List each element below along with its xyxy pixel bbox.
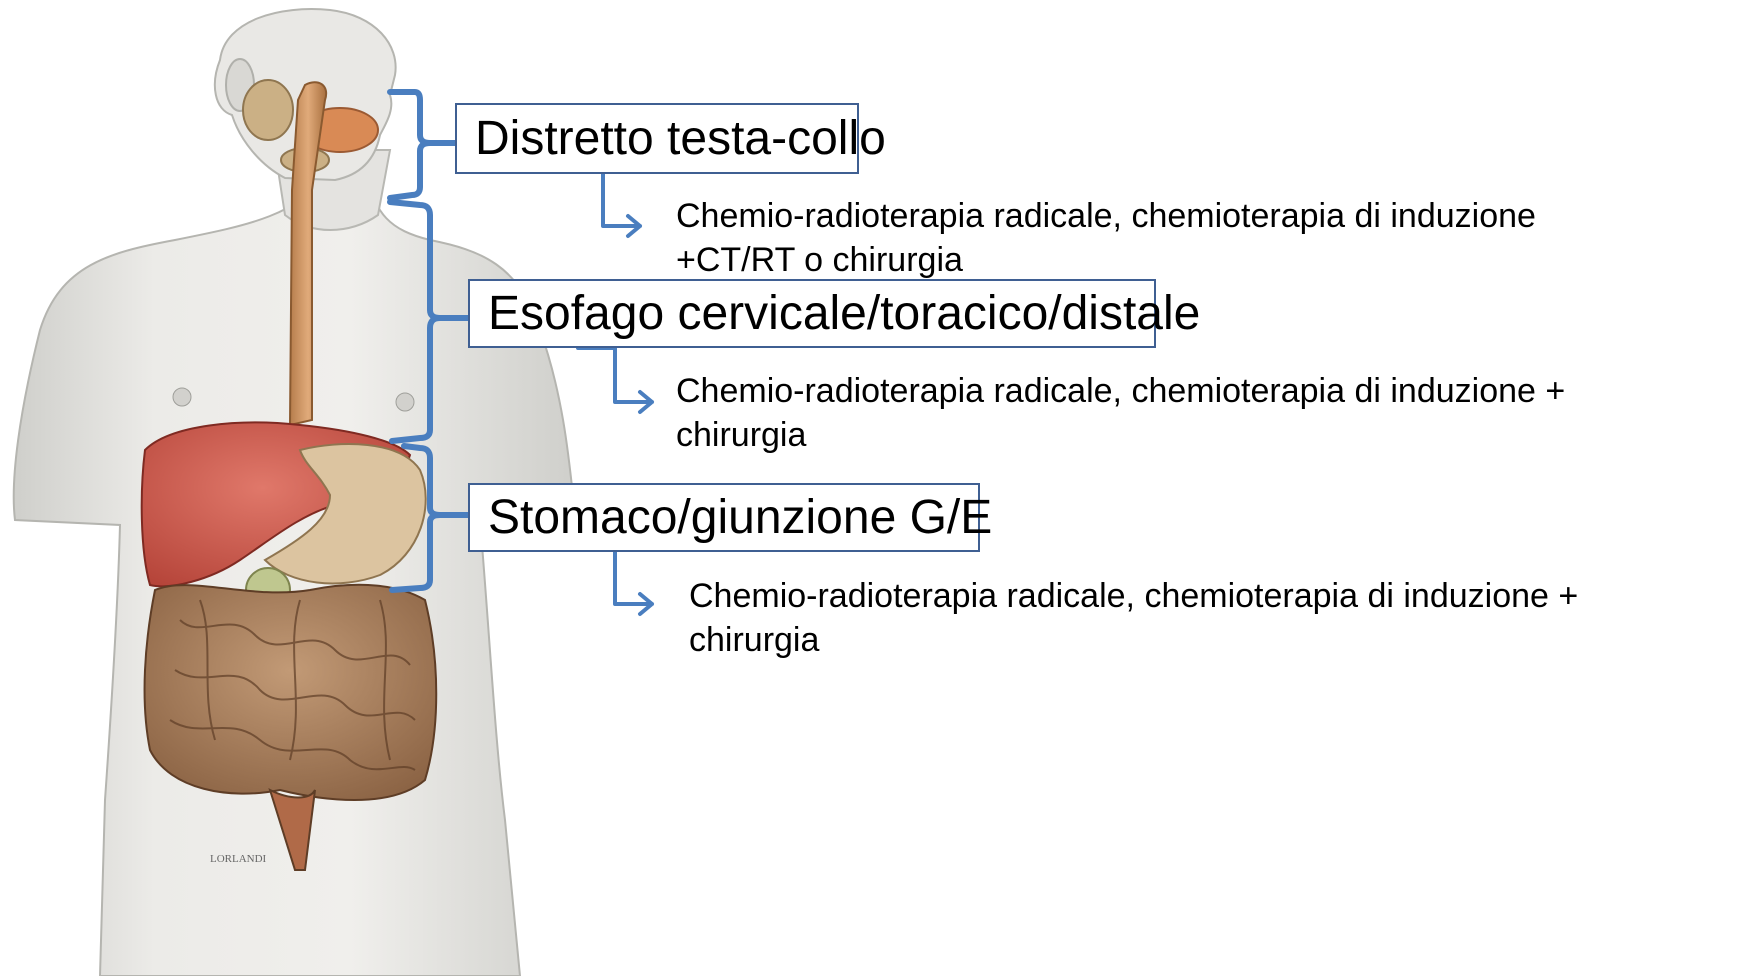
description-line: Chemio-radioterapia radicale, chemiotera… — [689, 574, 1578, 618]
arrow-1 — [565, 172, 640, 236]
section-title-stomach: Stomaco/giunzione G/E — [468, 483, 980, 552]
description-line: chirurgia — [676, 413, 1565, 457]
section-description-head-neck: Chemio-radioterapia radicale, chemiotera… — [676, 194, 1536, 282]
description-line: Chemio-radioterapia radicale, chemiotera… — [676, 369, 1565, 413]
parotid-gland — [243, 80, 293, 140]
description-line: Chemio-radioterapia radicale, chemiotera… — [676, 194, 1536, 238]
illustrator-signature: LORLANDI — [210, 853, 267, 865]
section-description-esophagus: Chemio-radioterapia radicale, chemiotera… — [676, 369, 1565, 457]
description-line: chirurgia — [689, 618, 1578, 662]
section-description-stomach: Chemio-radioterapia radicale, chemiotera… — [689, 574, 1578, 662]
description-line: +CT/RT o chirurgia — [676, 238, 1536, 282]
arrow-2 — [578, 348, 652, 412]
arrow-3 — [578, 550, 652, 614]
left-nipple — [173, 388, 191, 406]
section-title-esophagus: Esofago cervicale/toracico/distale — [468, 279, 1156, 348]
right-nipple — [396, 393, 414, 411]
bracket-head-neck — [390, 92, 458, 198]
section-title-head-neck: Distretto testa-collo — [455, 103, 859, 174]
